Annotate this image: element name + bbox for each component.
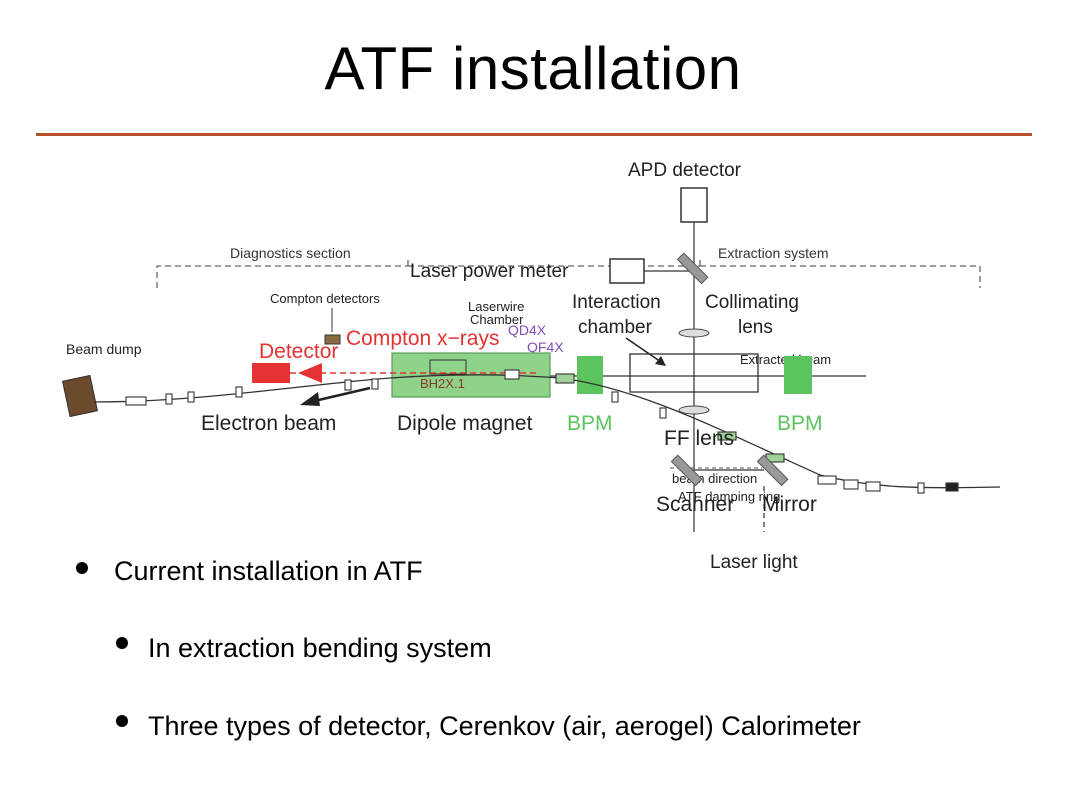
electron-beam-arrowhead (300, 392, 320, 406)
compton-detectors-label: Compton detectors (270, 291, 380, 306)
beam-dump-label: Beam dump (66, 341, 142, 357)
mirror-element (756, 454, 789, 487)
bullet-dot-1 (76, 562, 88, 574)
bh2x1-label: BH2X.1 (420, 376, 465, 391)
mirror-label: Mirror (762, 493, 817, 516)
beam-dump-block (61, 374, 99, 418)
qd4x-label: QD4X (508, 322, 547, 338)
interaction-chamber-label-line1: Interaction (572, 292, 661, 313)
beamline-components (125, 369, 959, 494)
bullet-sub-2: Three types of detector, Cerenkov (air, … (148, 711, 861, 741)
qf4x-label: QF4X (527, 339, 564, 355)
apd-detector-label: APD detector (628, 160, 742, 181)
detector-label: Detector (259, 340, 338, 363)
scanner-mirror (670, 454, 703, 487)
bullet-dot-2 (116, 637, 128, 649)
bullet-main: Current installation in ATF (114, 556, 423, 586)
bullet-dot-3 (116, 715, 128, 727)
laser-light-label: Laser light (710, 552, 798, 573)
compton-detector-small (324, 334, 341, 345)
apd-detector-box (680, 187, 708, 223)
compton-xray-arrow (298, 363, 322, 383)
dipole-magnet-label: Dipole magnet (397, 412, 533, 435)
interaction-chamber-box (629, 353, 759, 393)
collimating-lens-upper (678, 328, 710, 338)
slide-title: ATF installation (324, 35, 742, 102)
beam-splitter (676, 252, 709, 285)
collimating-lens-label-line1: Collimating (705, 292, 799, 313)
bpm-left-block (577, 356, 603, 394)
laserwire-label-line1: Laserwire (468, 299, 524, 314)
laserwire-label-line2: Chamber (470, 312, 524, 327)
interaction-chamber-label-line2: chamber (578, 317, 653, 338)
laserwire-chamber-box (429, 359, 467, 375)
diagnostics-section-bracket (156, 256, 981, 288)
ff-lens-label: FF lens (664, 427, 734, 450)
bpm-right-block (784, 356, 812, 394)
title-divider (36, 133, 1032, 136)
laser-power-meter-label: Laser power meter (410, 261, 569, 282)
pointer-arrowhead (655, 356, 666, 366)
detector-block (252, 363, 290, 383)
electron-beam-label: Electron beam (201, 412, 336, 435)
collimating-lens-label-line2: lens (738, 317, 773, 338)
collimating-lens-lower (678, 405, 710, 415)
bullet-sub-1: In extraction bending system (148, 633, 492, 663)
compton-xrays-label: Compton x−rays (346, 327, 499, 350)
atf-damping-ring-label: ATF damping ring (678, 489, 780, 504)
diagnostics-section-label: Diagnostics section (230, 245, 351, 261)
extraction-system-label: Extraction system (718, 245, 828, 261)
interaction-chamber-pointer (625, 337, 665, 365)
atf-beamline-diagram: Diagnostics section Extraction system AP… (61, 160, 1001, 573)
electron-beam-arrow-line (309, 386, 371, 404)
laser-power-meter-box (609, 258, 645, 284)
scanner-label: Scanner (656, 493, 734, 516)
bpm-left-label: BPM (567, 412, 613, 435)
bpm-right-label: BPM (777, 412, 823, 435)
